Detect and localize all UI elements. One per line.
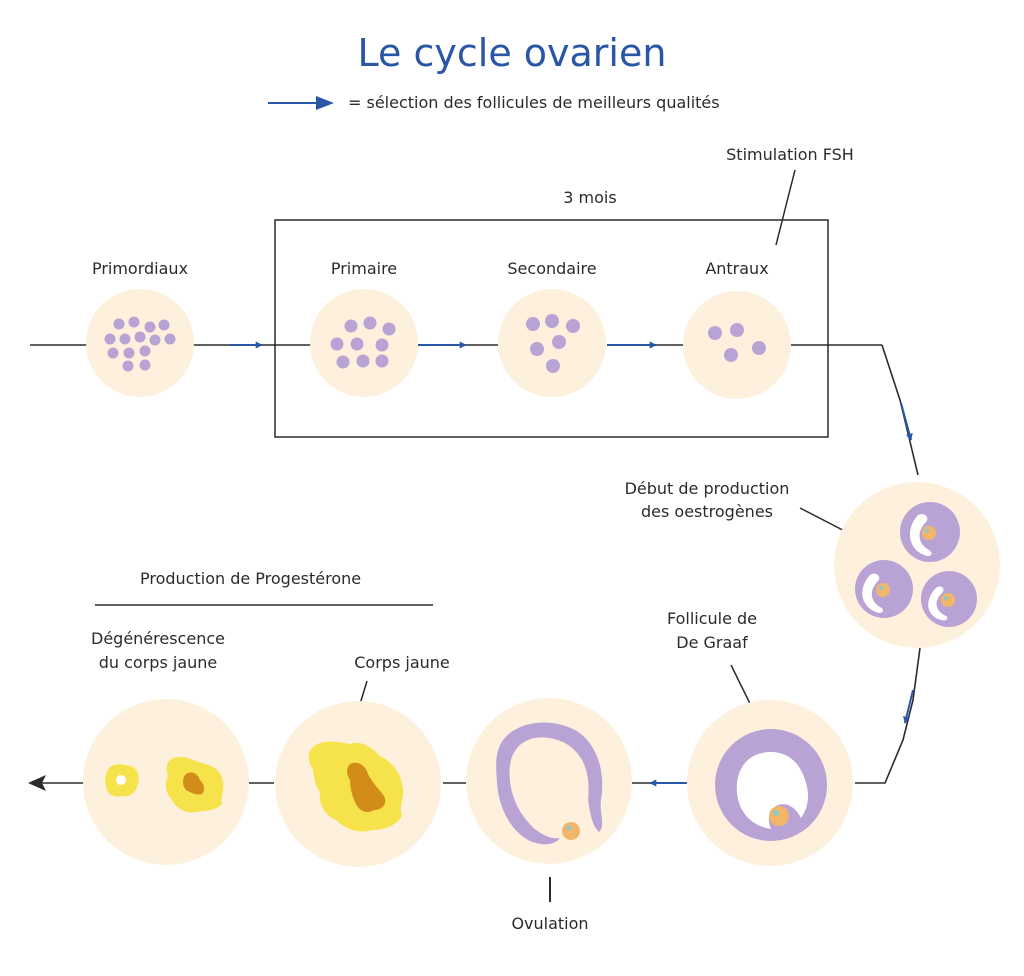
legend-text: = sélection des follicules de meilleurs … bbox=[348, 93, 720, 112]
stimulation-pointer-line bbox=[775, 169, 796, 246]
label-debut-line2: des oestrogènes bbox=[641, 502, 773, 521]
legend: = sélection des follicules de meilleurs … bbox=[268, 93, 720, 112]
label-degen-line2: du corps jaune bbox=[99, 653, 218, 672]
label-primaire: Primaire bbox=[331, 259, 397, 278]
degenerescence-corps-jaune bbox=[83, 699, 249, 865]
label-progesterone: Production de Progestérone bbox=[140, 569, 361, 588]
follicle-ovulation bbox=[466, 698, 632, 864]
page-title: Le cycle ovarien bbox=[358, 31, 667, 75]
label-ovulation: Ovulation bbox=[511, 914, 588, 933]
end-arrowhead bbox=[28, 775, 46, 791]
three-months-box bbox=[274, 219, 829, 438]
label-primordiaux: Primordiaux bbox=[92, 259, 188, 278]
label-corps-jaune: Corps jaune bbox=[354, 653, 450, 672]
follicle-de-graaf bbox=[687, 700, 853, 866]
stimulation-fsh-label: Stimulation FSH bbox=[726, 145, 854, 164]
label-antraux: Antraux bbox=[705, 259, 768, 278]
three-months-label: 3 mois bbox=[563, 188, 616, 207]
label-debut-line1: Début de production bbox=[625, 479, 790, 498]
follicle-antraux bbox=[683, 291, 791, 399]
follicle-primordiaux bbox=[86, 289, 194, 397]
label-secondaire: Secondaire bbox=[507, 259, 596, 278]
label-graaf-line1: Follicule de bbox=[667, 609, 757, 628]
legend-arrowhead bbox=[316, 96, 334, 110]
label-degen-line1: Dégénérescence bbox=[91, 629, 225, 648]
blue-arrows bbox=[230, 341, 914, 787]
arrow-debut-graaf bbox=[903, 689, 914, 724]
arrow-antraux-debut bbox=[900, 402, 913, 441]
follicle-secondaire bbox=[498, 289, 606, 397]
follicle-primaire bbox=[310, 289, 418, 397]
label-graaf-line2: De Graaf bbox=[676, 633, 748, 652]
corps-jaune bbox=[275, 701, 441, 867]
follicle-debut-oestrogenes bbox=[834, 482, 1000, 648]
